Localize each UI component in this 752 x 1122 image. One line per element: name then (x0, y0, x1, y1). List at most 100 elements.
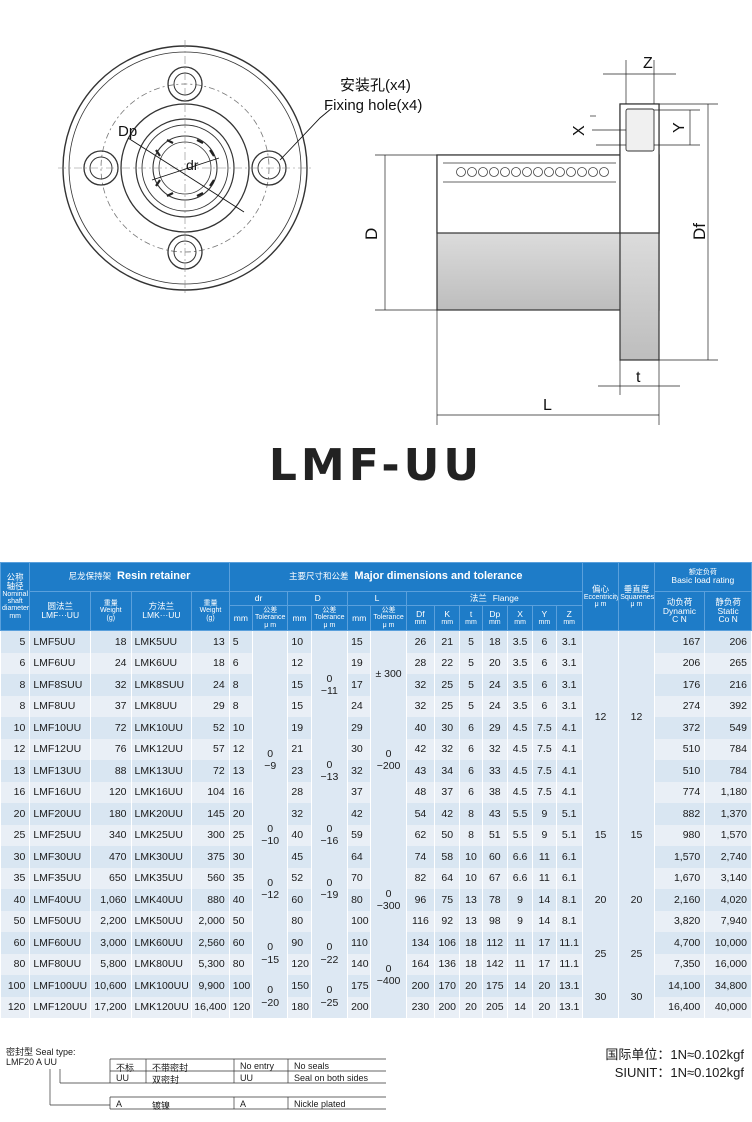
cell-model-lmf: LMF16UU (29, 781, 92, 804)
cell-weight-lmk: 560 (191, 867, 230, 890)
tolerance-d: 0−25 (311, 975, 349, 1019)
cell-x: 14 (507, 996, 534, 1019)
cell-dr: 50 (229, 910, 254, 933)
cell-y: 7.5 (532, 781, 557, 804)
cell-weight-lmf: 18 (90, 630, 132, 653)
cell-t: 8 (459, 803, 483, 825)
cell-k: 136 (434, 953, 461, 976)
eccentricity-value: 12 (582, 630, 620, 804)
cell-dynamic: 882 (654, 803, 706, 825)
cell-x: 3.5 (507, 695, 534, 718)
cell-model-lmk: LMK100UU (131, 975, 193, 997)
cell-dp: 33 (482, 760, 508, 782)
cell-weight-lmf: 10,600 (90, 975, 132, 997)
cell-d: 180 (287, 996, 312, 1019)
cell-x: 14 (507, 975, 534, 997)
cell-shaft: 8 (0, 674, 31, 696)
cell-y: 11 (532, 867, 557, 890)
seal-connector-lines (49, 1058, 386, 1110)
cell-dynamic: 14,100 (654, 975, 706, 997)
cell-model-lmk: LMK25UU (131, 824, 193, 847)
cell-l: 19 (347, 652, 372, 675)
cell-df: 43 (406, 760, 436, 782)
cell-d: 60 (287, 889, 312, 911)
cell-z: 6.1 (556, 846, 583, 868)
cell-l: 200 (347, 996, 372, 1019)
cell-dp: 51 (482, 824, 508, 847)
ball (555, 167, 565, 177)
tolerance-dr: 0−9 (252, 717, 289, 804)
unit-note: 国际单位：1N≈0.102kgf SIUNIT：1N≈0.102kgf (588, 1046, 744, 1082)
cell-y: 17 (532, 932, 557, 954)
cell-x: 4.5 (507, 760, 534, 782)
cell-x: 5.5 (507, 803, 534, 825)
cell-d: 10 (287, 630, 312, 653)
cell-model-lmk: LMK60UU (131, 932, 193, 954)
cell-model-lmk: LMK30UU (131, 846, 193, 868)
cell-x: 11 (507, 953, 534, 976)
cell-static: 784 (704, 760, 752, 782)
cell-dp: 24 (482, 695, 508, 718)
cell-static: 1,570 (704, 824, 752, 847)
cell-weight-lmk: 9,900 (191, 975, 230, 997)
cell-weight-lmf: 76 (90, 738, 132, 761)
cell-weight-lmf: 17,200 (90, 996, 132, 1019)
cell-model-lmf: LMF25UU (29, 824, 92, 847)
z-label: Z (643, 55, 653, 72)
cell-model-lmk: LMK6UU (131, 652, 193, 675)
cell-static: 16,000 (704, 953, 752, 976)
cell-k: 106 (434, 932, 461, 954)
cell-weight-lmk: 72 (191, 760, 230, 782)
tolerance-dr: 0−10 (252, 803, 289, 868)
cell-weight-lmk: 24 (191, 674, 230, 696)
squareness-value: 20 (618, 867, 655, 933)
cell-model-lmf: LMF8SUU (29, 674, 92, 696)
ball (577, 167, 587, 177)
cell-model-lmk: LMK12UU (131, 738, 193, 761)
cell-static: 1,180 (704, 781, 752, 804)
seal-title: 密封型 Seal type: (6, 1047, 76, 1057)
cell-weight-lmf: 120 (90, 781, 132, 804)
cell-model-lmf: LMF12UU (29, 738, 92, 761)
cell-weight-lmk: 13 (191, 630, 230, 653)
cell-model-lmf: LMF13UU (29, 760, 92, 782)
head-l-mm: mm (347, 605, 372, 632)
cell-model-lmk: LMK5UU (131, 630, 193, 653)
cell-x: 3.5 (507, 630, 534, 653)
cell-d: 19 (287, 717, 312, 739)
cell-weight-lmf: 24 (90, 652, 132, 675)
cell-l: 15 (347, 630, 372, 653)
cell-x: 6.6 (507, 867, 534, 890)
tolerance-d: 0−19 (311, 867, 349, 911)
cell-k: 30 (434, 717, 461, 739)
y-label: Y (671, 122, 688, 133)
cell-static: 40,000 (704, 996, 752, 1019)
cell-d: 15 (287, 695, 312, 718)
cell-k: 170 (434, 975, 461, 997)
l-label: L (543, 397, 552, 414)
cell-l: 110 (347, 932, 372, 954)
cell-static: 549 (704, 717, 752, 739)
cell-weight-lmk: 2,560 (191, 932, 230, 954)
tolerance-l: 0−200 (370, 717, 407, 804)
cell-df: 164 (406, 953, 436, 976)
cell-l: 29 (347, 717, 372, 739)
cell-k: 42 (434, 803, 461, 825)
tolerance-dr (252, 910, 289, 933)
cell-d: 150 (287, 975, 312, 997)
cell-weight-lmf: 650 (90, 867, 132, 890)
cell-static: 1,370 (704, 803, 752, 825)
cell-d: 45 (287, 846, 312, 868)
cell-shaft: 6 (0, 652, 31, 675)
cell-d: 40 (287, 824, 312, 847)
cell-shaft: 10 (0, 717, 31, 739)
cell-d: 90 (287, 932, 312, 954)
